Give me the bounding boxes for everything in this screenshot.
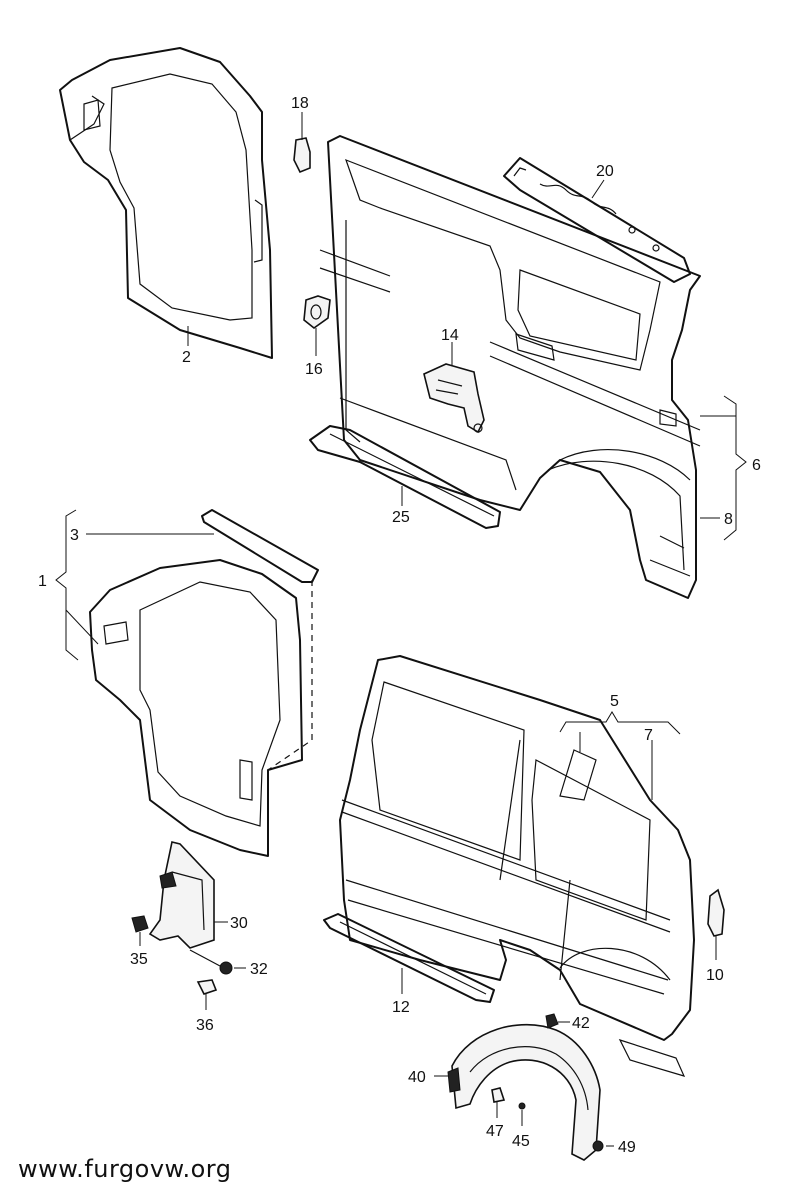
- label-35: 35: [130, 951, 148, 968]
- label-12: 12: [392, 999, 410, 1016]
- label-45: 45: [512, 1133, 530, 1150]
- part-42-clip: [545, 1013, 570, 1029]
- label-36: 36: [196, 1017, 214, 1034]
- part-20-roof-rail: [503, 157, 691, 283]
- part-12-sill: [323, 913, 495, 1003]
- part-18-bracket: [293, 112, 311, 174]
- part-5-outer-panel: [339, 655, 695, 1077]
- part-49-screw: [592, 1140, 614, 1152]
- label-42: 42: [572, 1015, 590, 1032]
- label-6: 6: [752, 457, 761, 474]
- part-25-sill: [309, 425, 501, 529]
- part-36-plug: [196, 979, 218, 1010]
- label-18: 18: [291, 95, 309, 112]
- label-7: 7: [644, 727, 653, 744]
- label-40: 40: [408, 1069, 426, 1086]
- label-25: 25: [392, 509, 410, 526]
- label-3: 3: [70, 527, 79, 544]
- part-47-clip: [491, 1087, 506, 1118]
- part-3-strip: [86, 509, 319, 583]
- label-5: 5: [610, 693, 619, 710]
- label-14: 14: [441, 327, 459, 344]
- label-49: 49: [618, 1139, 636, 1156]
- label-16: 16: [305, 361, 323, 378]
- label-32: 32: [250, 961, 268, 978]
- part-1-door-pillar: [89, 559, 313, 857]
- bracket-leaders: [55, 326, 747, 661]
- label-1: 1: [38, 573, 47, 590]
- label-47: 47: [486, 1123, 504, 1140]
- part-10-trim: [707, 888, 725, 960]
- label-8: 8: [724, 511, 733, 528]
- label-2: 2: [182, 349, 191, 366]
- part-40-wheel-liner: [434, 1023, 601, 1161]
- part-45-screw: [518, 1102, 526, 1126]
- part-6-side-panel: [319, 135, 701, 599]
- part-16-clip: [303, 295, 331, 356]
- part-32-screw: [189, 949, 246, 975]
- label-30: 30: [230, 915, 248, 932]
- part-35-bolt: [131, 915, 149, 946]
- part-30-bracket: [148, 841, 228, 949]
- label-10: 10: [706, 967, 724, 984]
- label-20: 20: [596, 163, 614, 180]
- part-2-door-frame: [59, 47, 273, 359]
- watermark: www.furgovw.org: [18, 1155, 232, 1183]
- part-14-hinge: [423, 342, 485, 434]
